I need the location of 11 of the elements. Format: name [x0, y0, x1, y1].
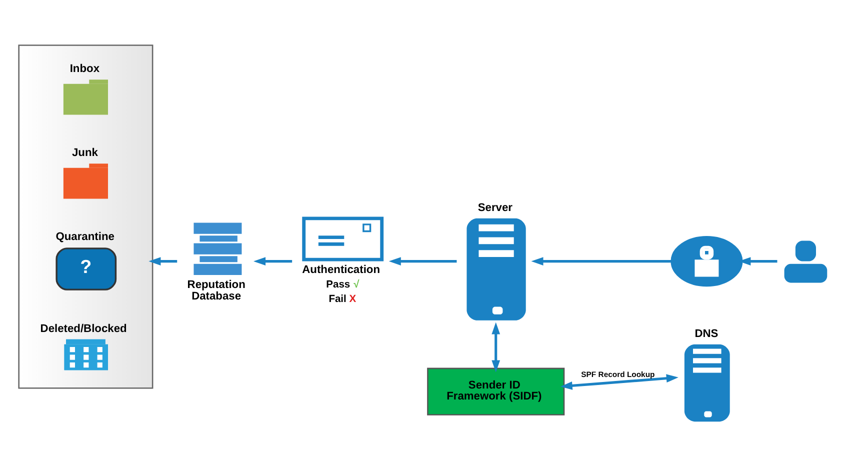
node-label: Deleted/Blocked [40, 322, 127, 335]
node-label: Quarantine [56, 231, 114, 244]
edge-label: SPF Record Lookup [581, 370, 655, 380]
node-label: Server [478, 202, 513, 214]
node-label: Junk [72, 147, 98, 160]
node-label: Pass √ [326, 280, 360, 291]
node-label: Inbox [70, 63, 100, 76]
node-label: Reputation Database [187, 279, 246, 302]
node-label: Authentication [302, 264, 380, 276]
node-label: Fail X [328, 294, 356, 306]
node-label: DNS [694, 328, 718, 340]
